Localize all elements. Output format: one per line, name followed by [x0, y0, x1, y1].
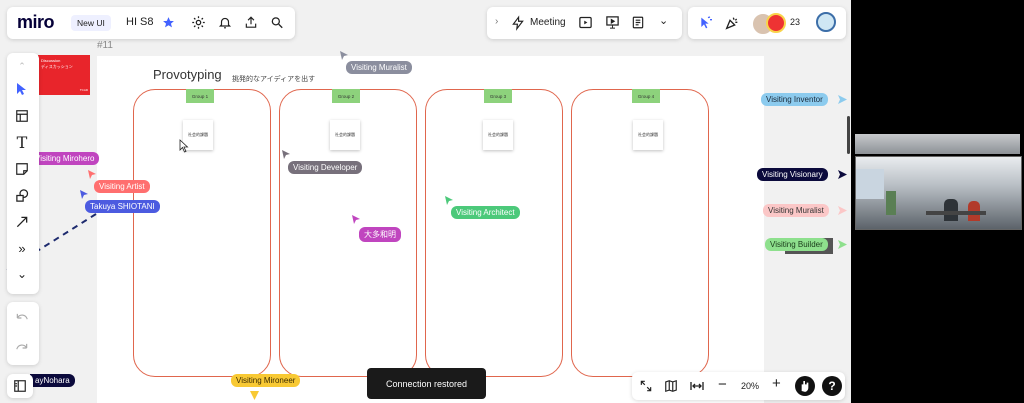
video-panel: ⌄	[851, 0, 1024, 403]
video-plant-shape	[886, 191, 896, 215]
templates-icon[interactable]	[9, 105, 35, 127]
group-tag[interactable]: Group 2	[332, 89, 360, 103]
reactions-hand-icon[interactable]	[795, 376, 815, 396]
cursor-label: Visiting Muralist	[346, 61, 412, 74]
redo-icon[interactable]	[9, 337, 35, 359]
notes-icon[interactable]	[631, 15, 645, 30]
bell-icon[interactable]	[218, 15, 232, 30]
cursor-label: Visiting Architect	[451, 206, 520, 219]
cursor-arrow-icon	[445, 196, 453, 205]
presentation-icon[interactable]	[605, 15, 620, 30]
shapes-icon[interactable]	[9, 184, 35, 206]
select-tool-icon[interactable]	[9, 78, 35, 100]
user-avatar[interactable]	[816, 12, 836, 32]
cursor-arrow-icon	[352, 215, 360, 224]
sticky-note[interactable]: 社会的課題	[330, 120, 360, 150]
sticky-note[interactable]: 社会的課題	[633, 120, 663, 150]
connection-toast: Connection restored	[367, 368, 486, 399]
cursor-arrow-icon	[88, 170, 96, 179]
cursor-arrow-icon	[250, 391, 259, 400]
cursor-label: Visiting Inventor	[761, 93, 828, 106]
video-table-shape	[926, 211, 986, 215]
panel-toggle[interactable]	[7, 374, 33, 398]
user-toolbar: 23	[688, 7, 846, 39]
cursor-arrow-icon	[838, 240, 847, 249]
cursor-label: Takuya SHIOTANI	[85, 200, 160, 213]
star-icon[interactable]	[162, 16, 175, 29]
connector-arrow-icon[interactable]	[9, 211, 35, 233]
lightning-icon[interactable]	[511, 15, 525, 31]
frame[interactable]	[97, 56, 764, 403]
share-upload-icon[interactable]	[244, 15, 258, 30]
more-chevron-icon[interactable]: ⌄	[659, 15, 669, 27]
chevron-right-icon[interactable]: ›	[495, 16, 499, 27]
new-ui-badge[interactable]: New UI	[71, 15, 111, 31]
avatar[interactable]	[766, 13, 786, 33]
cursor-label: Visiting Developer	[288, 161, 363, 174]
mouse-pointer-icon	[179, 139, 189, 153]
discussion-card-note: TCAD	[79, 88, 88, 92]
group-tag[interactable]: Group 1	[186, 89, 214, 103]
undo-icon[interactable]	[9, 307, 35, 329]
cursor-arrow-icon	[838, 95, 847, 104]
board-name[interactable]: HI S8	[126, 16, 154, 28]
top-left-toolbar: miro New UI HI S8	[7, 7, 295, 39]
meeting-label[interactable]: Meeting	[530, 17, 566, 28]
vertical-scrollbar[interactable]	[847, 116, 850, 154]
cursor-arrow-icon	[340, 51, 348, 60]
discussion-card-title: Discussion	[41, 58, 61, 63]
video-tile-top[interactable]	[855, 134, 1020, 154]
frame-present-icon[interactable]	[578, 15, 593, 30]
miro-app: Discussion ディスカッション TCAD #11 Provotyping…	[0, 0, 851, 403]
fullscreen-icon[interactable]	[639, 379, 653, 393]
text-tool-icon[interactable]: T	[16, 132, 28, 152]
more-tools-icon[interactable]: »	[18, 240, 26, 256]
expand-down-icon[interactable]: ⌄	[16, 267, 28, 281]
help-icon[interactable]: ?	[822, 376, 842, 396]
cursor-label: Visiting Visionary	[757, 168, 828, 181]
video-person-shape	[944, 199, 958, 221]
participant-count[interactable]: 23	[790, 17, 801, 27]
undo-redo-panel	[7, 302, 39, 365]
sidebar-panel-icon	[14, 380, 26, 392]
cursor-label: 大多和明	[359, 227, 401, 242]
cursor-label: Visiting Builder	[765, 238, 828, 251]
frame-title: Provotyping	[153, 67, 222, 82]
video-window-shape	[856, 169, 884, 199]
cursor-arrow-icon	[838, 170, 847, 179]
cursor-label: Visiting Mironeer	[231, 374, 301, 387]
zoom-level[interactable]: 20%	[741, 381, 760, 391]
cursor-label: Visiting Muralist	[763, 204, 829, 217]
miro-logo[interactable]: miro	[17, 12, 55, 32]
sticky-note[interactable]: 社会的課題	[483, 120, 513, 150]
gear-icon[interactable]	[191, 15, 206, 30]
fit-width-icon[interactable]	[689, 379, 705, 393]
frame-label[interactable]: #11	[97, 40, 113, 51]
cursor-arrow-icon	[80, 190, 88, 199]
cursor-arrow-icon	[838, 206, 847, 215]
sticky-note[interactable]: 社会的課題	[183, 120, 213, 150]
sticky-note-icon[interactable]	[9, 158, 35, 180]
map-icon[interactable]	[664, 379, 678, 393]
search-icon[interactable]	[270, 15, 284, 30]
collapse-up-icon[interactable]: ⌃	[18, 60, 26, 71]
frame-subtitle: 挑発的なアイディアを出す	[232, 76, 316, 83]
discussion-card-subtitle: ディスカッション	[41, 64, 73, 69]
cursor-label: Visiting Mirohero	[30, 152, 100, 165]
discussion-card[interactable]: Discussion ディスカッション TCAD	[38, 55, 90, 95]
cursor-arrow-icon	[282, 150, 290, 159]
cursor-label: ayNohara	[30, 374, 75, 387]
navigation-toolbar: − 20% + ?	[632, 372, 845, 400]
group-tag[interactable]: Group 3	[484, 89, 512, 103]
collaboration-toolbar: › Meeting ⌄	[487, 7, 682, 39]
reactions-cursor-icon[interactable]	[698, 15, 714, 31]
video-tile-main[interactable]	[855, 156, 1022, 230]
cursor-label: Visiting Artist	[94, 180, 150, 193]
group-tag[interactable]: Group 4	[632, 89, 660, 103]
zoom-out-icon[interactable]: −	[718, 376, 727, 393]
zoom-in-icon[interactable]: +	[772, 375, 781, 392]
celebrate-icon[interactable]	[724, 15, 740, 31]
